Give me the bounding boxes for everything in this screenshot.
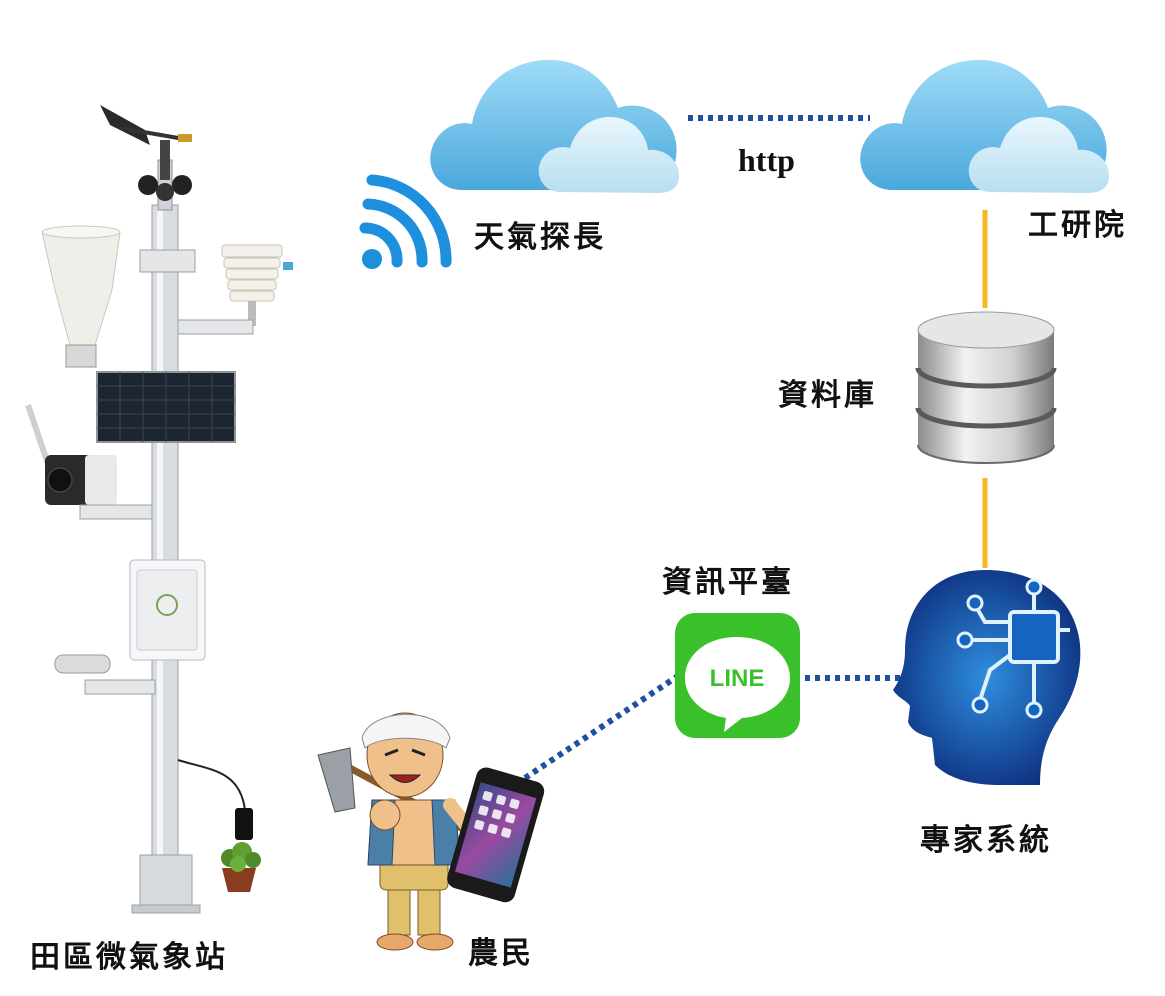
label-http: http bbox=[738, 142, 795, 178]
farmer-illustration bbox=[317, 712, 477, 951]
line-app-label: LINE bbox=[710, 665, 765, 692]
database-icon bbox=[915, 311, 1057, 464]
label-farmer: 農民 bbox=[468, 936, 534, 971]
label-platform: 資訊平臺 bbox=[662, 565, 794, 600]
label-cloud-left: 天氣探長 bbox=[474, 220, 606, 255]
line-app-icon: LINE bbox=[675, 613, 800, 738]
label-expert-system: 專家系統 bbox=[920, 823, 1052, 858]
wifi-icon bbox=[359, 174, 452, 269]
smartphone-icon bbox=[447, 767, 545, 903]
ai-head-icon bbox=[893, 570, 1081, 785]
weather-station-illustration bbox=[25, 105, 293, 914]
label-cloud-right: 工研院 bbox=[1028, 208, 1127, 243]
cloud-icon-right bbox=[860, 59, 1110, 193]
connector-phone-line bbox=[523, 673, 680, 781]
label-weather-station: 田區微氣象站 bbox=[30, 940, 228, 975]
label-database: 資料庫 bbox=[778, 378, 877, 413]
cloud-icon-left bbox=[430, 59, 680, 193]
